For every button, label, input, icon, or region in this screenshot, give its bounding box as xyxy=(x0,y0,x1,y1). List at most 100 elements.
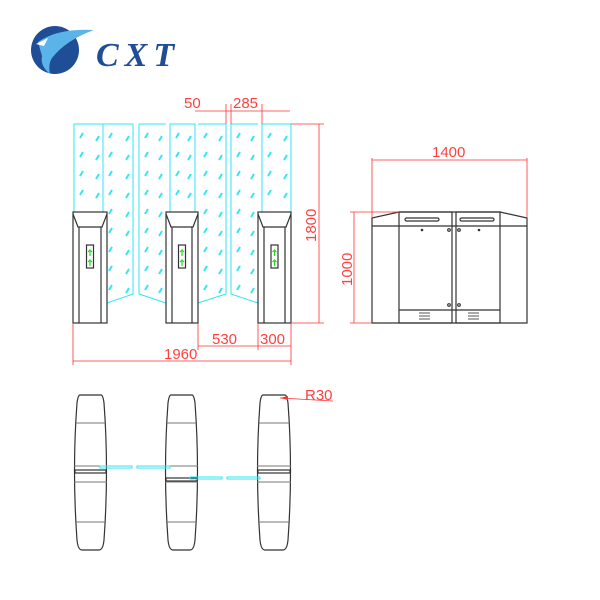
glass-pattern-mark xyxy=(144,132,149,139)
glass-panel xyxy=(197,123,227,304)
glass-pattern-mark xyxy=(158,135,163,142)
glass-pattern-mark xyxy=(108,265,113,272)
front-dimensions: 50 285 1800 530 300 1960 xyxy=(72,95,324,365)
cabinet xyxy=(257,211,292,324)
cxt-logo: CXT xyxy=(31,26,180,74)
glass-pattern-mark xyxy=(144,284,149,291)
glass-pattern-mark xyxy=(236,246,241,253)
dim-50: 50 xyxy=(184,95,201,112)
glass-pattern-mark xyxy=(283,173,288,180)
glass-pattern-mark xyxy=(158,173,163,180)
glass-pattern-mark xyxy=(125,230,130,237)
glass-panel xyxy=(230,123,259,304)
glass-pattern-mark xyxy=(125,268,130,275)
glass-pattern-mark xyxy=(144,246,149,253)
glass-pattern-mark xyxy=(108,208,113,215)
side-door xyxy=(455,211,501,324)
glass-pattern-mark xyxy=(218,135,223,142)
glass-pattern-mark xyxy=(95,135,100,142)
glass-pattern-mark xyxy=(125,192,130,199)
glass-pattern-mark xyxy=(250,173,255,180)
glass-pattern-mark xyxy=(236,208,241,215)
glass-pattern-mark xyxy=(79,170,84,177)
glass-pattern-mark xyxy=(95,154,100,161)
top-glass-gates xyxy=(99,465,261,480)
side-view: 1400 1000 xyxy=(339,144,528,324)
glass-pattern-mark xyxy=(267,151,272,158)
side-door xyxy=(398,211,453,324)
cabinet xyxy=(165,211,199,324)
logo-swoosh xyxy=(38,29,94,74)
glass-pattern-mark xyxy=(125,154,130,161)
glass-pattern-mark xyxy=(283,135,288,142)
glass-pattern-mark xyxy=(158,154,163,161)
glass-pattern-mark xyxy=(250,287,255,294)
logo-text: CXT xyxy=(96,37,180,74)
glass-pattern-mark xyxy=(95,192,100,199)
glass-pattern-mark xyxy=(108,246,113,253)
glass-pattern-mark xyxy=(158,192,163,199)
glass-pattern-mark xyxy=(236,227,241,234)
glass-pattern-mark xyxy=(203,227,208,234)
glass-pattern-mark xyxy=(187,173,192,180)
glass-pattern-mark xyxy=(158,287,163,294)
glass-pattern-mark xyxy=(267,132,272,139)
glass-pattern-mark xyxy=(203,284,208,291)
glass-pattern-mark xyxy=(79,132,84,139)
dim-1400: 1400 xyxy=(432,144,465,161)
glass-pattern-mark xyxy=(250,249,255,256)
post-top-view xyxy=(256,394,292,551)
glass-pattern-mark xyxy=(218,287,223,294)
top-view: R30 xyxy=(73,387,334,551)
glass-pattern-mark xyxy=(108,227,113,234)
glass-pattern-mark xyxy=(218,249,223,256)
glass-pattern-mark xyxy=(125,135,130,142)
glass-pattern-mark xyxy=(175,189,180,196)
green-up-arrow-icon xyxy=(179,249,185,256)
green-up-arrow-icon xyxy=(179,259,185,266)
glass-pattern-mark xyxy=(218,154,223,161)
glass-pattern-mark xyxy=(203,246,208,253)
glass-pattern-mark xyxy=(218,192,223,199)
glass-pattern-mark xyxy=(125,287,130,294)
glass-pattern-mark xyxy=(158,211,163,218)
dim-r30: R30 xyxy=(305,387,333,404)
glass-pattern-mark xyxy=(144,189,149,196)
glass-pattern-mark xyxy=(187,192,192,199)
post-top-view xyxy=(73,394,108,551)
glass-pattern-mark xyxy=(144,170,149,177)
glass-pattern-mark xyxy=(175,132,180,139)
glass-panel xyxy=(138,123,167,304)
glass-pattern-mark xyxy=(187,154,192,161)
glass-pattern-mark xyxy=(125,249,130,256)
glass-pattern-mark xyxy=(158,230,163,237)
glass-pattern-mark xyxy=(79,189,84,196)
glass-panel xyxy=(103,123,134,304)
glass-pattern-mark xyxy=(283,154,288,161)
glass-pattern-mark xyxy=(250,230,255,237)
green-up-arrow-icon xyxy=(87,259,93,266)
dim-300: 300 xyxy=(260,331,285,348)
glass-pattern-mark xyxy=(108,132,113,139)
indicator-window xyxy=(270,244,279,269)
glass-pattern-mark xyxy=(250,135,255,142)
cabinet xyxy=(72,211,108,324)
glass-pattern-mark xyxy=(125,173,130,180)
glass-pattern-mark xyxy=(250,268,255,275)
dim-285: 285 xyxy=(233,95,258,112)
glass-pattern-mark xyxy=(203,265,208,272)
glass-pattern-mark xyxy=(203,132,208,139)
glass-pattern-mark xyxy=(175,151,180,158)
glass-pattern-mark xyxy=(283,192,288,199)
glass-pattern-mark xyxy=(203,208,208,215)
glass-pattern-mark xyxy=(250,192,255,199)
glass-pattern-mark xyxy=(267,189,272,196)
glass-pattern-mark xyxy=(218,173,223,180)
logo-wing xyxy=(36,38,48,46)
glass-pattern-mark xyxy=(144,151,149,158)
dim-530: 530 xyxy=(212,331,237,348)
green-up-arrow-icon xyxy=(272,249,277,256)
glass-pattern-mark xyxy=(203,170,208,177)
dim-1800: 1800 xyxy=(303,209,320,242)
